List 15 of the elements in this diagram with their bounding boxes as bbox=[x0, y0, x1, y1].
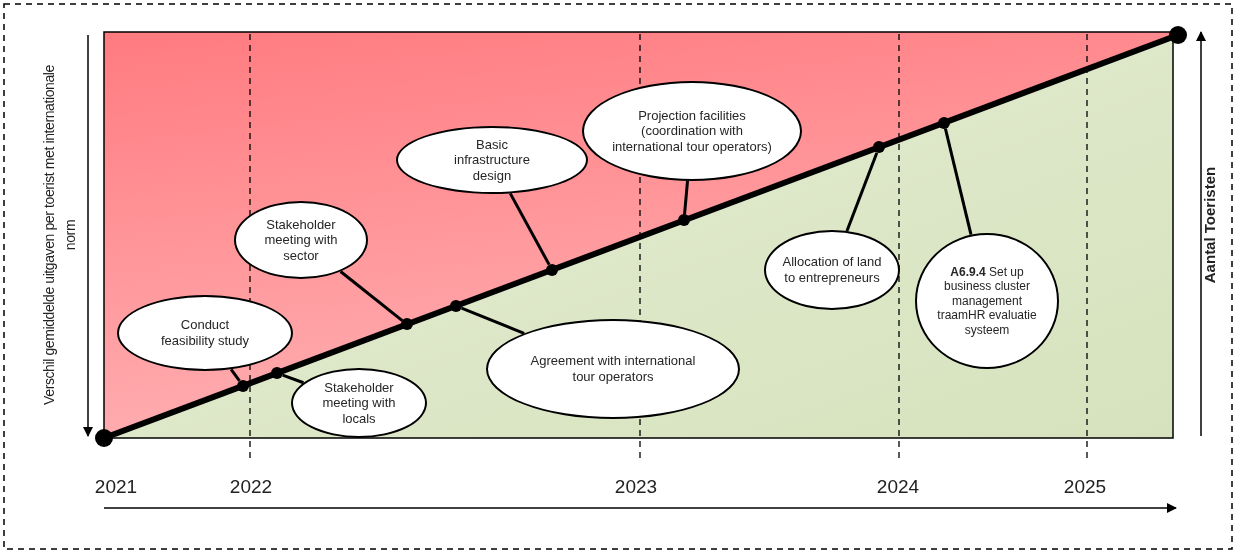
leader-line bbox=[943, 128, 973, 236]
leader-line bbox=[845, 152, 879, 232]
leader-line bbox=[339, 270, 404, 322]
year-label: 2024 bbox=[876, 474, 920, 499]
year-label: 2025 bbox=[1063, 474, 1107, 499]
leader-line bbox=[229, 368, 241, 382]
year-label: 2022 bbox=[229, 474, 273, 499]
year-label: 2021 bbox=[94, 474, 138, 499]
leader-line bbox=[683, 180, 690, 215]
axis-label: Aantal Toeristen bbox=[1199, 166, 1219, 284]
axis-label: Verschil gemiddelde uitgaven per toerist met internationale norm bbox=[40, 65, 79, 405]
leader-line bbox=[282, 373, 305, 385]
year-label: 2023 bbox=[614, 474, 658, 499]
leader-line bbox=[461, 306, 525, 335]
leader-line bbox=[508, 192, 551, 266]
